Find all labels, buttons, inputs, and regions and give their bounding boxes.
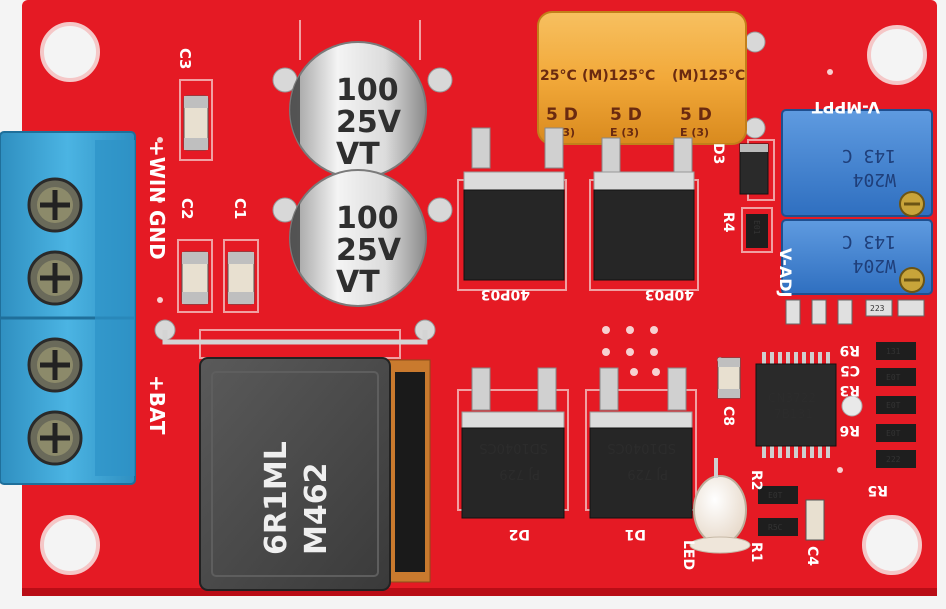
svg-text:25°C: 25°C	[540, 68, 577, 84]
label-c4: C4	[804, 546, 820, 566]
svg-text:131: 131	[886, 347, 901, 356]
smd-resistor-row: 223	[785, 299, 925, 325]
label-d3: D3	[710, 143, 726, 164]
label-r5: R5	[867, 482, 888, 498]
trimmer-pot-adj: 143 C W204	[781, 219, 933, 295]
label-c1: C1	[231, 198, 249, 219]
svg-text:R5C: R5C	[768, 523, 783, 532]
svg-text:6R1ML: 6R1ML	[259, 441, 294, 555]
svg-text:PJ 729: PJ 729	[627, 466, 668, 481]
label-c8: C8	[720, 406, 736, 426]
controller-ic: CN3722 7B131	[755, 352, 837, 458]
svg-text:E01: E01	[752, 220, 761, 235]
label-c2: C2	[178, 198, 196, 219]
schottky-diode-d1: SD1040CS PJ 729	[589, 367, 693, 519]
svg-text:M462: M462	[299, 463, 334, 555]
resistor-r4: E01	[746, 214, 768, 248]
led	[689, 458, 751, 554]
svg-text:E0T: E0T	[886, 401, 901, 410]
capacitor-c8	[717, 357, 741, 399]
svg-text:SD1040CS: SD1040CS	[479, 440, 548, 455]
electrolytic-capacitor-top: 100 25V VT	[289, 41, 427, 179]
trimmer-pot-mppt: 143 C W204	[781, 109, 933, 217]
svg-text:(M)125°C: (M)125°C	[672, 68, 745, 84]
label-v-mppt: V-MPPT	[812, 98, 880, 117]
svg-text:222: 222	[886, 455, 901, 464]
label-led: LED	[680, 540, 696, 570]
svg-text:E0T: E0T	[886, 429, 901, 438]
svg-text:143 C: 143 C	[842, 145, 896, 166]
svg-text:PJ 729: PJ 729	[499, 466, 540, 481]
label-bat: +BAT	[145, 375, 169, 435]
smd-r1-r2-c4: E0T R5C	[758, 486, 825, 541]
label-d2: D2	[509, 526, 530, 542]
label-c5: C5	[840, 362, 860, 378]
svg-text:100: 100	[336, 201, 399, 236]
pcb-edge	[22, 588, 937, 596]
svg-text:E0T: E0T	[768, 491, 783, 500]
svg-text:VT: VT	[336, 137, 380, 172]
svg-text:7B131: 7B131	[774, 407, 813, 421]
smd-resistor-column: 131 E0T E0T E0T 222	[876, 342, 916, 468]
svg-text:143 C: 143 C	[842, 231, 896, 252]
svg-text:W204: W204	[853, 169, 896, 190]
label-q1: 40P03	[481, 286, 530, 302]
label-r4: R4	[720, 212, 736, 233]
terminal-screws	[27, 177, 83, 466]
smd-capacitors	[181, 95, 255, 305]
test-point	[841, 395, 863, 417]
mosfet-q1	[463, 127, 565, 281]
label-r3: R3	[839, 382, 860, 398]
tantalum-capacitor: 25°C (M)125°C (M)125°C 5 D 5 D 5 D E (3)…	[537, 11, 747, 145]
label-r9: R9	[839, 342, 860, 358]
jumper-wire	[162, 330, 428, 345]
svg-text:VT: VT	[336, 265, 380, 300]
svg-text:5 D: 5 D	[546, 105, 578, 125]
schottky-diode-d2: SD1040CS PJ 729	[461, 367, 565, 519]
svg-text:SD1040CS: SD1040CS	[607, 440, 676, 455]
mounting-holes	[40, 22, 927, 575]
power-inductor: 6R1ML M462	[199, 357, 431, 591]
svg-text:100: 100	[336, 73, 399, 108]
label-c3: C3	[176, 48, 194, 69]
label-v-adj: V-ADJ	[776, 248, 795, 297]
svg-text:(M)125°C: (M)125°C	[582, 68, 655, 84]
label-r1: R1	[748, 542, 764, 563]
label-r6: R6	[839, 422, 860, 438]
diode-d3	[739, 143, 769, 195]
svg-text:25V: 25V	[336, 233, 402, 268]
screw-terminal-block	[0, 131, 136, 485]
label-r2: R2	[748, 470, 764, 491]
svg-text:W204: W204	[853, 255, 896, 276]
svg-text:5 D: 5 D	[610, 105, 642, 125]
svg-text:223: 223	[870, 304, 885, 313]
label-q2: 40P03	[645, 286, 694, 302]
svg-text:25V: 25V	[336, 105, 402, 140]
svg-text:E0T: E0T	[886, 373, 901, 382]
electrolytic-capacitor-bottom: 100 25V VT	[289, 169, 427, 307]
mosfet-q2	[593, 137, 695, 281]
svg-text:CN3722: CN3722	[768, 391, 816, 405]
svg-text:E (3): E (3)	[680, 126, 709, 139]
through-hole-pads	[154, 31, 766, 341]
label-d1: D1	[625, 526, 646, 542]
svg-text:E (3): E (3)	[610, 126, 639, 139]
svg-text:5 D: 5 D	[680, 105, 712, 125]
label-win-gnd: +WIN GND	[145, 140, 169, 260]
